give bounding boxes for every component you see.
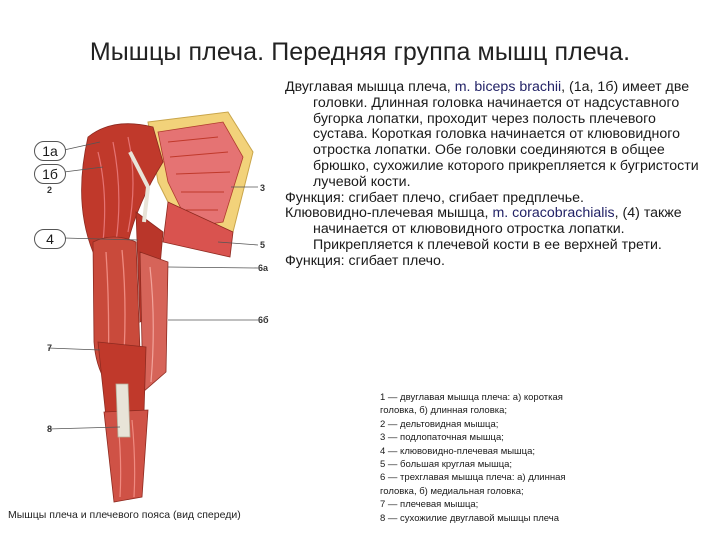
- callout-4: 4: [34, 229, 66, 249]
- callout-1b: 1б: [34, 164, 66, 184]
- figure-number-6a: 6а: [258, 263, 268, 273]
- figure-number-7: 7: [47, 343, 52, 353]
- legend-line: 2 — дельтовидная мышца;: [380, 418, 680, 431]
- biceps-tendon-shape: [116, 384, 130, 437]
- legend-line: 8 — сухожилие двуглавой мышцы плеча: [380, 512, 680, 525]
- legend-line: 3 — подлопаточная мышца;: [380, 431, 680, 444]
- biceps-name: Двуглавая мышца плеча,: [285, 79, 455, 95]
- legend-line: головка, б) медиальная головка;: [380, 485, 680, 498]
- callout-1a: 1а: [34, 141, 66, 161]
- figure-number-2: 2: [47, 185, 52, 195]
- description-text: Двуглавая мышца плеча, m. biceps brachii…: [285, 80, 713, 270]
- coracobrachialis-function: Функция: сгибает плечо.: [285, 254, 713, 270]
- biceps-description: , (1а, 1б) имеет две головки. Длинная го…: [313, 79, 699, 190]
- legend-line: 5 — большая круглая мышца;: [380, 458, 680, 471]
- figure-caption: Мышцы плеча и плечевого пояса (вид спере…: [8, 509, 280, 521]
- coracobrachialis-latin-name: m. coracobrachialis: [492, 205, 614, 221]
- figure-number-3: 3: [260, 183, 265, 193]
- figure-legend: 1 — двуглавая мышца плеча: а) короткая г…: [380, 391, 680, 525]
- coracobrachialis-name: Клювовидно-плечевая мышца,: [285, 205, 492, 221]
- figure-number-6b: 6б: [258, 315, 269, 325]
- legend-line: 6 — трехглавая мышца плеча: а) длинная: [380, 471, 680, 484]
- legend-line: головка, б) длинная головка;: [380, 404, 680, 417]
- figure-number-8: 8: [47, 424, 52, 434]
- legend-line: 4 — клювовидно-плечевая мышца;: [380, 445, 680, 458]
- figure-number-5: 5: [260, 240, 265, 250]
- legend-line: 1 — двуглавая мышца плеча: а) короткая: [380, 391, 680, 404]
- coracobrachialis-paragraph: Клювовидно-плечевая мышца, m. coracobrac…: [285, 206, 713, 253]
- legend-line: 7 — плечевая мышца;: [380, 498, 680, 511]
- biceps-latin-name: m. biceps brachii: [455, 79, 561, 95]
- slide-title: Мышцы плеча. Передняя группа мышц плеча.: [0, 38, 720, 67]
- biceps-function: Функция: сгибает плечо, сгибает предплеч…: [285, 191, 713, 207]
- biceps-paragraph: Двуглавая мышца плеча, m. biceps brachii…: [285, 80, 713, 191]
